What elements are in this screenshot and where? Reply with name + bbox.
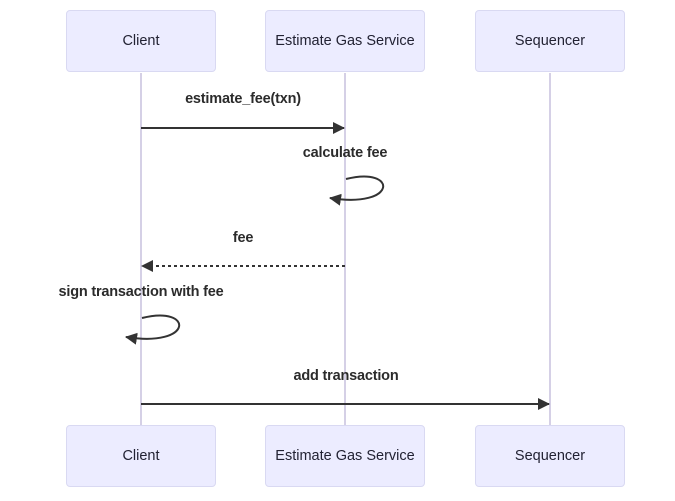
message-label-estimate-fee: estimate_fee(txn): [185, 91, 301, 107]
self-loop-calculate-fee: [329, 175, 385, 206]
actor-top-sequencer: Sequencer: [475, 10, 625, 72]
message-label-fee: fee: [232, 230, 254, 246]
actor-bottom-estimate-gas-service: Estimate Gas Service: [265, 425, 425, 487]
actor-top-client: Client: [66, 10, 216, 72]
actor-label: Client: [122, 448, 160, 464]
actor-label: Client: [122, 33, 160, 49]
actor-bottom-client: Client: [66, 425, 216, 487]
self-loop-sign-transaction: [125, 314, 181, 345]
actor-bottom-sequencer: Sequencer: [475, 425, 625, 487]
actor-top-estimate-gas-service: Estimate Gas Service: [265, 10, 425, 72]
message-label-add-transaction: add transaction: [293, 368, 399, 384]
message-label-calculate-fee: calculate fee: [302, 145, 388, 161]
message-label-sign-transaction: sign transaction with fee: [58, 284, 224, 300]
actor-label: Sequencer: [514, 448, 586, 464]
actor-label: Estimate Gas Service: [275, 448, 415, 464]
actor-label: Sequencer: [514, 33, 586, 49]
actor-label: Estimate Gas Service: [275, 33, 415, 49]
